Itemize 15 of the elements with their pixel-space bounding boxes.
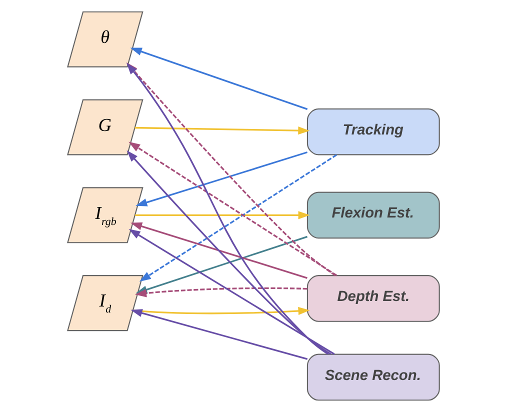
node-box: Flexion Est. xyxy=(306,192,440,239)
arrow xyxy=(128,142,338,276)
node-box: Depth Est. xyxy=(306,275,440,322)
arrow xyxy=(128,229,335,355)
arrow xyxy=(130,222,308,279)
arrow xyxy=(134,287,308,298)
arrow xyxy=(139,154,337,282)
arrow xyxy=(136,151,308,206)
arrow xyxy=(135,211,310,220)
arrow xyxy=(130,309,308,360)
arrow xyxy=(130,48,308,110)
node-box: Tracking xyxy=(306,108,440,156)
node-box: Scene Recon. xyxy=(306,354,440,401)
arrow xyxy=(126,150,332,355)
arrow xyxy=(134,126,310,135)
